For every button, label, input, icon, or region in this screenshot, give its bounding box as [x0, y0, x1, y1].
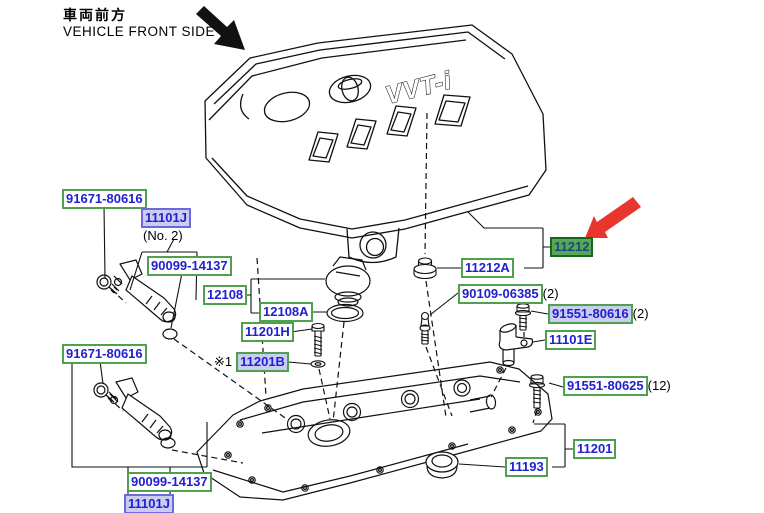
part-label-wrap: 11212: [550, 237, 594, 257]
part-label-wrap: 11101E: [545, 330, 597, 350]
vehicle-front-label-jp: 車両前方: [63, 7, 127, 23]
part-label-11212-highlighted[interactable]: 11212: [550, 237, 594, 257]
part-label-11212A[interactable]: 11212A: [461, 258, 514, 278]
part-label-90109-06385[interactable]: 90109-06385: [458, 284, 543, 304]
ignition-coil-2-drawing: [109, 377, 176, 449]
part-qty: (2): [632, 306, 649, 321]
part-label-11201[interactable]: 11201: [573, 439, 617, 459]
part-label-90099-14137-bottom[interactable]: 90099-14137: [127, 472, 212, 492]
leader-lines: [71, 205, 573, 494]
part-label-wrap: 90099-14137: [147, 256, 232, 276]
ref-mark-note: ※1: [214, 354, 233, 369]
part-label-wrap: 11201: [573, 439, 617, 459]
part-label-12108[interactable]: 12108: [203, 285, 248, 305]
vvti-badge: VVT-i: [383, 66, 455, 110]
part-label-11101E[interactable]: 11101E: [545, 330, 597, 350]
part-label-91551-80625[interactable]: 91551-80625: [563, 376, 648, 396]
stud-90109-drawing: [419, 311, 431, 345]
part-label-wrap: 90109-06385(2): [458, 284, 559, 304]
part-label-wrap: 11193: [505, 457, 548, 477]
assembly-dashed-lines: [107, 112, 538, 464]
part-qty: (12): [647, 378, 671, 393]
part-label-wrap: 91671-80616: [62, 189, 147, 209]
seal-11193-drawing: [425, 451, 459, 479]
part-label-wrap: 91551-80625(12): [563, 376, 671, 396]
part-label-91551-80616[interactable]: 91551-80616: [548, 304, 633, 324]
sensor-11101E-drawing: [498, 323, 534, 367]
bolt-bosses: [224, 366, 542, 492]
part-label-11101J-top[interactable]: 11101J: [141, 208, 191, 228]
part-label-91671-80616-top[interactable]: 91671-80616: [62, 189, 147, 209]
grommet-11212A-drawing: [413, 257, 437, 280]
cap-gasket-12108A-drawing: [326, 303, 364, 323]
part-label-wrap: 12108: [203, 285, 248, 305]
vehicle-front-label-en: VEHICLE FRONT SIDE: [63, 24, 216, 39]
part-qty: (2): [542, 286, 559, 301]
part-label-11101J-note: (No. 2): [143, 228, 183, 243]
part-label-11101J-bottom[interactable]: 11101J: [124, 494, 174, 513]
part-label-wrap: 11201H: [241, 322, 294, 342]
part-label-11201H[interactable]: 11201H: [241, 322, 294, 342]
bolt-91671-bottom-drawing: [93, 382, 117, 403]
part-label-wrap: 11101J (No. 2): [141, 208, 191, 244]
front-side-arrow-icon: [196, 6, 245, 50]
part-label-wrap: 11212A: [461, 258, 514, 278]
part-label-11193[interactable]: 11193: [505, 457, 548, 477]
bolt-91551-80616-drawing: [514, 303, 532, 331]
engine-cover-drawing: VVT-i: [204, 24, 547, 264]
part-label-wrap: 11101J: [124, 494, 174, 513]
bolt-11201H-drawing: [311, 322, 325, 357]
washer-11201B-drawing: [310, 360, 326, 368]
oil-filler-cap-drawing: [325, 256, 371, 307]
part-label-91671-80616-bottom[interactable]: 91671-80616: [62, 344, 147, 364]
part-label-wrap: 12108A: [259, 302, 313, 322]
part-label-11201B[interactable]: 11201B: [236, 352, 289, 372]
highlight-red-arrow-icon: [585, 197, 641, 238]
part-label-90099-14137-top[interactable]: 90099-14137: [147, 256, 232, 276]
toyota-logo: [328, 74, 372, 104]
ignition-coil-1-drawing: [113, 259, 178, 340]
bolt-91551-80625-drawing: [528, 374, 546, 409]
part-label-wrap: 90099-14137: [127, 472, 212, 492]
part-label-12108A[interactable]: 12108A: [259, 302, 313, 322]
valve-cover-drawing: [196, 361, 553, 501]
part-label-wrap: 91551-80616(2): [548, 304, 649, 324]
part-label-wrap: 91671-80616: [62, 344, 147, 364]
